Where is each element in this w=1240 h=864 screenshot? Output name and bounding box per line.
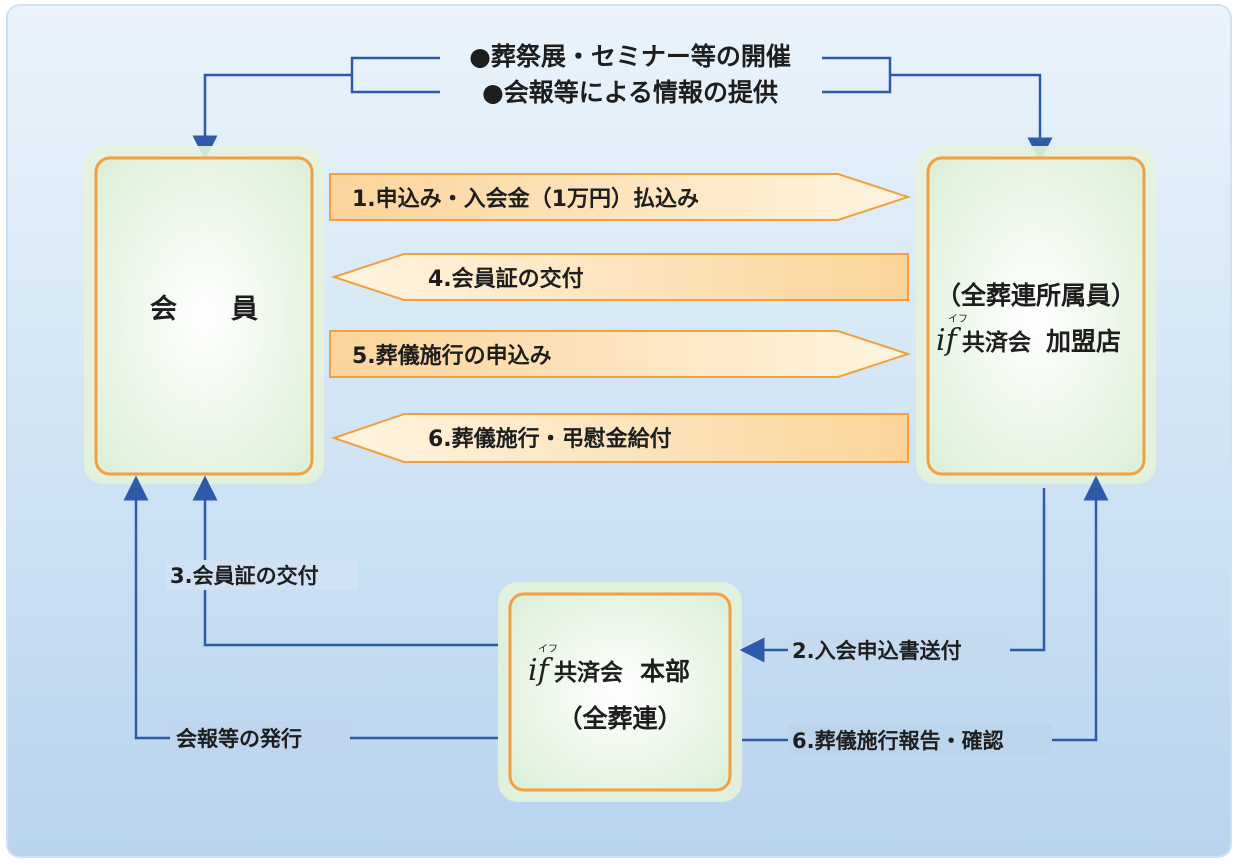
hq-kyosaikai: 共済会 [554,659,623,686]
flow-arrow-5-label: 5.葬儀施行の申込み [352,343,552,369]
store-box: （全葬連所属員） イフ if 共済会 加盟店 [916,146,1156,484]
store-affiliation: （全葬連所属員） [936,281,1136,310]
notice-newsletter: ●会報等による情報の提供 [482,78,778,107]
flow-arrow-6-label: 6.葬儀施行・弔慰金給付 [428,426,672,452]
label-funeral-report: 6.葬儀施行報告・確認 [792,729,1004,753]
member-box: 会 員 [84,146,324,484]
top-connectors [205,56,1040,160]
flow-arrow-5: 5.葬儀施行の申込み [329,330,912,378]
hq-suffix: 本部 [640,657,690,686]
hq-box: イフ if 共済会 本部 （全葬連） [498,582,742,802]
store-kyosaikai: 共済会 [962,329,1031,356]
label-member-card: 3.会員証の交付 [170,564,319,588]
flow-arrow-4: 4.会員証の交付 [330,253,909,301]
hq-zensoren: （全葬連） [557,704,682,733]
flow-arrow-4-label: 4.会員証の交付 [428,266,584,292]
flow-arrow-1-label: 1.申込み・入会金（1万円）払込み [352,186,699,212]
label-newsletter: 会報等の発行 [176,727,302,751]
notice-seminar: ●葬祭展・セミナー等の開催 [469,42,791,71]
store-suffix: 加盟店 [1045,327,1121,356]
connector-newsletter [123,475,498,740]
flow-arrow-6: 6.葬儀施行・弔慰金給付 [330,413,909,463]
connector-application-send [739,488,1046,663]
top-right-connector [822,56,1040,160]
store-logo-ruby: イフ [948,314,968,325]
flow-arrow-1: 1.申込み・入会金（1万円）払込み [329,173,912,221]
connector-member-card [192,475,498,647]
label-application-send: 2.入会申込書送付 [792,639,962,663]
member-label: 会 員 [150,294,258,325]
top-left-connector [205,56,440,158]
hq-logo-ruby: イフ [538,644,558,655]
